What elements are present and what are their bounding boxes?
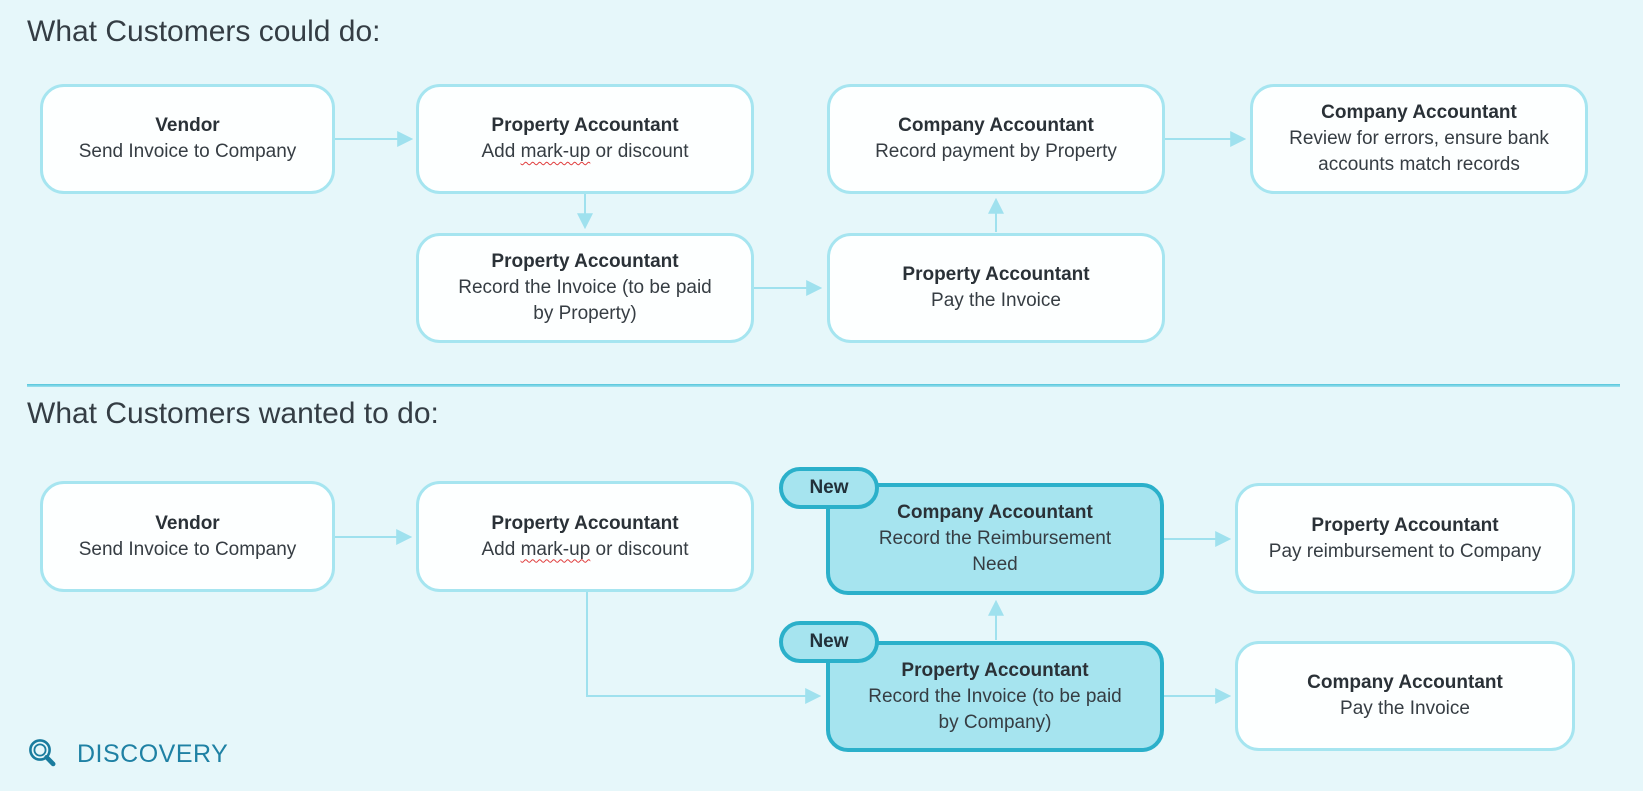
misspelled-word: mark-up: [520, 141, 591, 162]
discovery-watermark: DISCOVERY: [26, 737, 228, 771]
box-role: Company Accountant: [1321, 102, 1517, 123]
box-role: Property Accountant: [1311, 514, 1499, 536]
box-action: Record payment by Property: [875, 141, 1117, 162]
flow-box-company-accountant-record-reimbursement[interactable]: Company Accountant Record the Reimbursem…: [826, 483, 1164, 595]
flow-box-company-accountant-pay-invoice-bottom[interactable]: Company Accountant Pay the Invoice: [1235, 641, 1575, 751]
box-action: Record the Reimbursement Need: [878, 528, 1112, 575]
box-role: Property Accountant: [491, 251, 679, 272]
new-badge-reimbursement: New: [779, 467, 879, 509]
box-action: Send Invoice to Company: [78, 141, 297, 162]
box-role: Property Accountant: [901, 659, 1089, 681]
box-role: Vendor: [155, 512, 220, 534]
discovery-label: DISCOVERY: [77, 739, 229, 768]
flow-box-vendor-send-invoice-top[interactable]: Vendor Send Invoice to Company: [40, 84, 335, 194]
box-action: Add mark-up or discount: [481, 141, 689, 162]
box-role: Property Accountant: [491, 115, 679, 136]
box-role: Property Accountant: [491, 512, 679, 534]
flow-box-company-accountant-review[interactable]: Company Accountant Review for errors, en…: [1250, 84, 1588, 194]
box-action: Pay reimbursement to Company: [1268, 540, 1542, 562]
box-role: Company Accountant: [1307, 672, 1503, 693]
connector-markup-to-record-invoice-bottom: [586, 592, 822, 704]
box-action: Pay the Invoice: [931, 290, 1061, 311]
flow-box-property-accountant-record-invoice-top[interactable]: Property Accountant Record the Invoice (…: [416, 233, 754, 343]
box-action: Record the Invoice (to be paid by Proper…: [458, 277, 712, 324]
flow-box-property-accountant-pay-invoice-top[interactable]: Property Accountant Pay the Invoice: [827, 233, 1165, 343]
misspelled-word: mark-up: [520, 538, 591, 560]
box-role: Company Accountant: [897, 502, 1093, 523]
box-action: Send Invoice to Company: [78, 538, 297, 560]
box-action: Pay the Invoice: [1340, 698, 1470, 719]
flow-box-vendor-send-invoice-bottom[interactable]: Vendor Send Invoice to Company: [40, 481, 335, 592]
box-role: Vendor: [155, 115, 220, 136]
box-role: Company Accountant: [898, 115, 1094, 136]
box-action: Review for errors, ensure bank accounts …: [1289, 128, 1549, 175]
box-action: Add mark-up or discount: [481, 538, 689, 560]
flow-box-property-accountant-pay-reimbursement[interactable]: Property Accountant Pay reimbursement to…: [1235, 483, 1575, 594]
flow-box-property-accountant-markup-bottom[interactable]: Property Accountant Add mark-up or disco…: [416, 481, 754, 592]
flow-box-property-accountant-markup-top[interactable]: Property Accountant Add mark-up or disco…: [416, 84, 754, 194]
section-title-could: What Customers could do:: [27, 15, 381, 48]
section-title-wanted: What Customers wanted to do:: [27, 397, 439, 430]
magnifier-icon: [29, 739, 56, 767]
flow-box-company-accountant-record-payment[interactable]: Company Accountant Record payment by Pro…: [827, 84, 1165, 194]
new-badge-record-invoice: New: [779, 621, 879, 663]
box-action: Record the Invoice (to be paid by Compan…: [868, 685, 1122, 733]
box-role: Property Accountant: [902, 264, 1090, 285]
flow-box-property-accountant-record-invoice-bottom[interactable]: Property Accountant Record the Invoice (…: [826, 641, 1164, 752]
section-divider: [27, 384, 1620, 387]
